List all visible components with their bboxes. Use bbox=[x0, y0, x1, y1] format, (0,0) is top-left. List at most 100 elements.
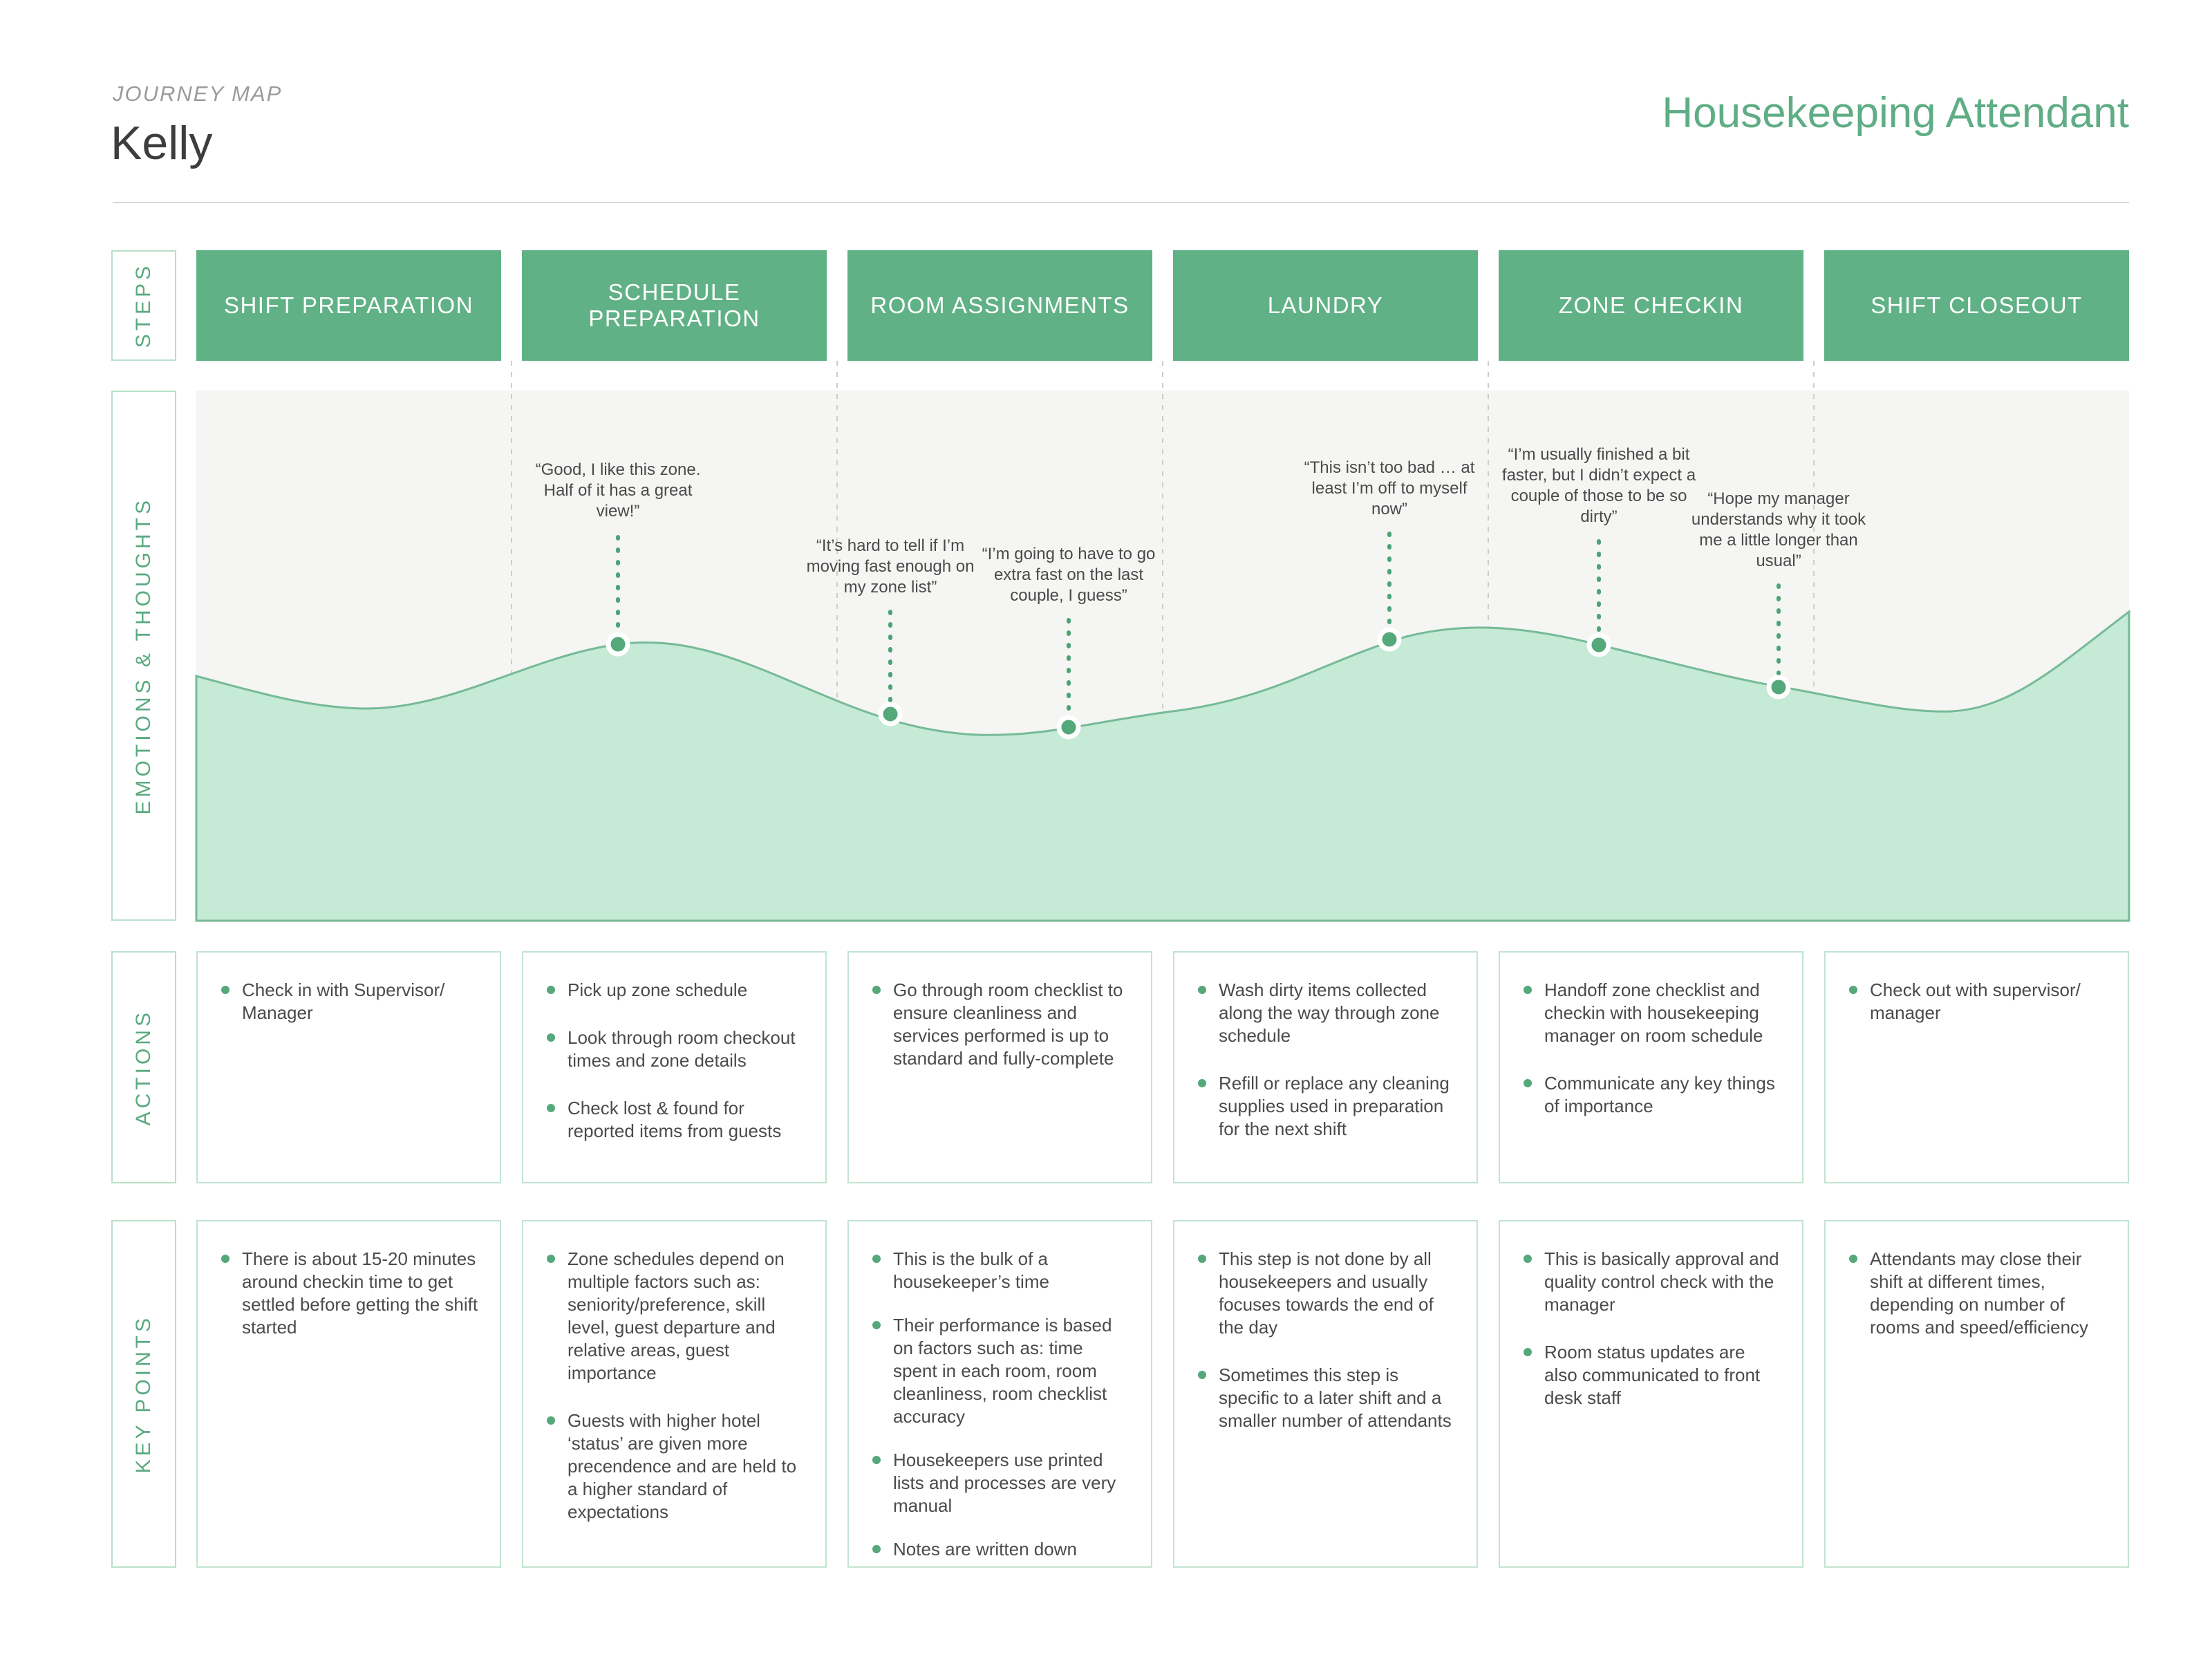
emotion-dots bbox=[606, 627, 1791, 740]
bullet-item: There is about 15-20 minutes around chec… bbox=[218, 1248, 480, 1339]
emotion-dot-1 bbox=[606, 632, 630, 657]
row-label-steps: STEPS bbox=[111, 250, 176, 361]
emotions-chart: “Good, I like this zone. Half of it has … bbox=[195, 361, 2130, 922]
bullet-item: Refill or replace any cleaning supplies … bbox=[1195, 1072, 1457, 1141]
emotion-dot-2 bbox=[878, 702, 903, 727]
bullet-icon bbox=[872, 1255, 881, 1263]
quote-callout-3: “I’m going to have to go extra fast on t… bbox=[982, 545, 1156, 605]
bullet-icon bbox=[547, 1033, 555, 1042]
bullet-text: Wash dirty items collected along the way… bbox=[1219, 980, 1440, 1046]
bullet-icon bbox=[547, 986, 555, 994]
step-header-zone-checkin: ZONE CHECKIN bbox=[1499, 250, 1803, 361]
bullet-icon bbox=[1849, 1255, 1857, 1263]
bullet-icon bbox=[1849, 986, 1857, 994]
step-header-schedule-preparation: SCHEDULE PREPARATION bbox=[522, 250, 827, 361]
page-title: Kelly bbox=[111, 117, 213, 169]
bullet-text: This is the bulk of a housekeeper’s time bbox=[893, 1248, 1049, 1292]
bullet-icon bbox=[872, 1321, 881, 1329]
bullet-text: Go through room checklist to ensure clea… bbox=[893, 980, 1123, 1069]
bullet-item: Zone schedules depend on multiple factor… bbox=[544, 1248, 806, 1385]
bullet-icon bbox=[872, 986, 881, 994]
bullet-item: Housekeepers use printed lists and proce… bbox=[870, 1449, 1132, 1517]
bullet-icon bbox=[547, 1416, 555, 1425]
bullet-text: Attendants may close their shift at diff… bbox=[1870, 1248, 2089, 1338]
row-label-actions-text: ACTIONS bbox=[132, 1009, 155, 1126]
bullet-text: Check in with Supervisor/ Manager bbox=[242, 980, 445, 1023]
bullet-text: Refill or replace any cleaning supplies … bbox=[1219, 1073, 1450, 1139]
row-label-emotions-text: EMOTIONS & THOUGHTS bbox=[132, 496, 155, 815]
emotion-dot-6 bbox=[1766, 675, 1791, 700]
bullet-text: Housekeepers use printed lists and proce… bbox=[893, 1450, 1116, 1516]
row-label-key-points-text: KEY POINTS bbox=[132, 1314, 155, 1474]
bullet-text: Look through room checkout times and zon… bbox=[568, 1027, 796, 1071]
bullet-icon bbox=[1524, 1079, 1532, 1087]
actions-column-3: Go through room checklist to ensure clea… bbox=[847, 951, 1152, 1183]
bullet-icon bbox=[1198, 1079, 1206, 1087]
key-points-column-1: There is about 15-20 minutes around chec… bbox=[196, 1220, 501, 1568]
actions-column-1: Check in with Supervisor/ Manager bbox=[196, 951, 501, 1183]
bullet-item: Communicate any key things of importance bbox=[1521, 1072, 1783, 1118]
emotion-curve-svg bbox=[195, 361, 2130, 922]
bullet-item: Go through room checklist to ensure clea… bbox=[870, 979, 1132, 1070]
bullet-icon bbox=[1198, 986, 1206, 994]
key-points-column-4: This step is not done by all housekeeper… bbox=[1173, 1220, 1478, 1568]
bullet-item: This is basically approval and quality c… bbox=[1521, 1248, 1783, 1316]
actions-column-4: Wash dirty items collected along the way… bbox=[1173, 951, 1478, 1183]
bullet-text: Pick up zone schedule bbox=[568, 980, 748, 1000]
bullet-item: Check lost & found for reported items fr… bbox=[544, 1097, 806, 1143]
bullet-item: Wash dirty items collected along the way… bbox=[1195, 979, 1457, 1047]
emotion-curve bbox=[195, 609, 2130, 922]
bullet-icon bbox=[547, 1104, 555, 1112]
bullet-item: Check in with Supervisor/ Manager bbox=[218, 979, 480, 1024]
quote-callout-6: “Hope my manager understands why it took… bbox=[1691, 489, 1866, 570]
step-header-room-assignments: ROOM ASSIGNMENTS bbox=[847, 250, 1152, 361]
bullet-item: Guests with higher hotel ‘status’ are gi… bbox=[544, 1409, 806, 1524]
step-header-shift-preparation: SHIFT PREPARATION bbox=[196, 250, 501, 361]
bullet-icon bbox=[1524, 1255, 1532, 1263]
bullet-text: Sometimes this step is specific to a lat… bbox=[1219, 1365, 1452, 1431]
bullet-text: Handoff zone checklist and checkin with … bbox=[1544, 980, 1763, 1046]
row-label-emotions: EMOTIONS & THOUGHTS bbox=[111, 391, 176, 921]
bullet-item: This step is not done by all housekeeper… bbox=[1195, 1248, 1457, 1339]
bullet-text: Zone schedules depend on multiple factor… bbox=[568, 1248, 785, 1383]
bullet-item: Pick up zone schedule bbox=[544, 979, 806, 1002]
emotion-dot-3 bbox=[1056, 715, 1081, 740]
quote-callout-4: “This isn’t too bad … at least I’m off t… bbox=[1304, 458, 1475, 518]
bullet-text: Their performance is based on factors su… bbox=[893, 1315, 1112, 1427]
bullet-icon bbox=[872, 1545, 881, 1553]
row-label-key-points: KEY POINTS bbox=[111, 1220, 176, 1568]
persona-role-title: Housekeeping Attendant bbox=[1662, 89, 2129, 137]
bullet-item: Notes are written down bbox=[870, 1538, 1132, 1561]
key-points-column-2: Zone schedules depend on multiple factor… bbox=[522, 1220, 827, 1568]
bullet-item: Check out with supervisor/ manager bbox=[1846, 979, 2108, 1024]
step-header-shift-closeout: SHIFT CLOSEOUT bbox=[1824, 250, 2129, 361]
emotion-dot-4 bbox=[1377, 627, 1402, 652]
bullet-text: Guests with higher hotel ‘status’ are gi… bbox=[568, 1410, 797, 1522]
row-label-actions: ACTIONS bbox=[111, 951, 176, 1183]
emotion-dot-5 bbox=[1586, 632, 1611, 657]
actions-column-6: Check out with supervisor/ manager bbox=[1824, 951, 2129, 1183]
quote-connector-lines bbox=[616, 532, 1781, 715]
journey-map-eyebrow: JOURNEY MAP bbox=[113, 82, 283, 106]
row-label-steps-text: STEPS bbox=[132, 263, 155, 348]
bullet-text: Communicate any key things of importance bbox=[1544, 1073, 1775, 1116]
quote-callout-5: “I’m usually finished a bit faster, but … bbox=[1501, 445, 1696, 526]
bullet-text: Check lost & found for reported items fr… bbox=[568, 1098, 782, 1141]
bullet-icon bbox=[547, 1255, 555, 1263]
quote-callout-1: “Good, I like this zone. Half of it has … bbox=[535, 460, 701, 521]
step-header-laundry: LAUNDRY bbox=[1173, 250, 1478, 361]
bullet-text: Room status updates are also communicate… bbox=[1544, 1342, 1761, 1408]
actions-column-2: Pick up zone schedule Look through room … bbox=[522, 951, 827, 1183]
bullet-text: Notes are written down bbox=[893, 1539, 1077, 1559]
bullet-item: Attendants may close their shift at diff… bbox=[1846, 1248, 2108, 1339]
key-points-column-5: This is basically approval and quality c… bbox=[1499, 1220, 1803, 1568]
key-points-column-3: This is the bulk of a housekeeper’s time… bbox=[847, 1220, 1152, 1568]
bullet-item: This is the bulk of a housekeeper’s time bbox=[870, 1248, 1132, 1293]
bullet-icon bbox=[221, 986, 229, 994]
bullet-icon bbox=[1198, 1255, 1206, 1263]
bullet-item: Room status updates are also communicate… bbox=[1521, 1341, 1783, 1409]
bullet-item: Handoff zone checklist and checkin with … bbox=[1521, 979, 1783, 1047]
bullet-text: Check out with supervisor/ manager bbox=[1870, 980, 2081, 1023]
bullet-icon bbox=[1524, 986, 1532, 994]
